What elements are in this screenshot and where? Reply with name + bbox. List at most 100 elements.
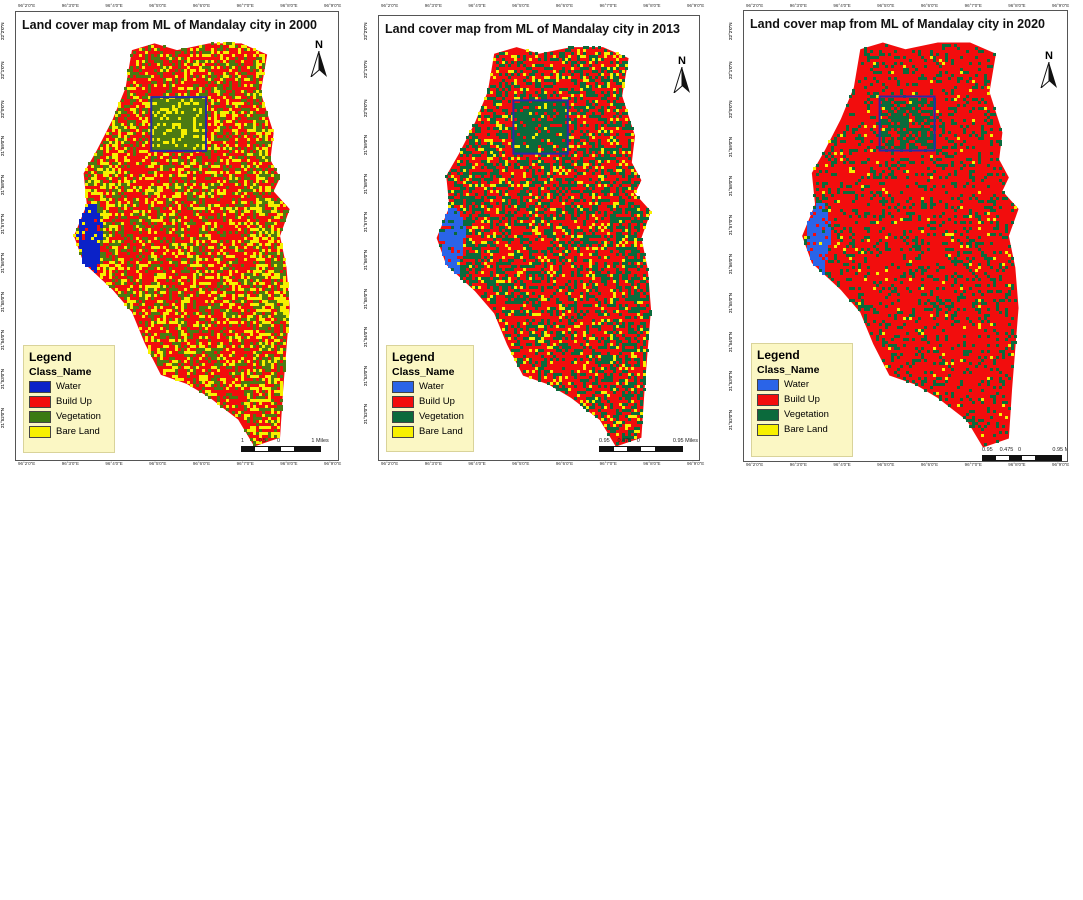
- longitude-tick-label: 96°5'0"E: [877, 3, 895, 8]
- longitude-tick-label: 96°5'0"E: [512, 461, 530, 466]
- study-area-square: [878, 95, 936, 152]
- longitude-tick-label: 96°4'0"E: [468, 461, 486, 466]
- legend-swatch: [29, 410, 51, 423]
- longitude-tick-label: 96°8'0"E: [643, 461, 661, 466]
- longitude-tick-label: 96°3'0"E: [789, 3, 807, 8]
- latitude-tick-label: 21°55'0"N: [728, 292, 733, 313]
- latitude-tick-label: 21°53'0"N: [0, 369, 5, 390]
- land-cover-map: [73, 42, 290, 447]
- longitude-tick-label: 96°2'0"E: [18, 3, 36, 8]
- longitude-tick-label: 96°5'0"E: [512, 3, 530, 8]
- legend-swatch: [392, 410, 414, 423]
- longitude-tick-label: 96°7'0"E: [236, 3, 254, 8]
- scale-bar-segments: [599, 446, 683, 452]
- study-area-square: [150, 96, 207, 152]
- legend-title: Legend: [392, 350, 435, 364]
- scale-label: 1: [241, 438, 245, 444]
- latitude-tick-label: 22°1'0"N: [0, 61, 5, 79]
- legend-class-header: Class_Name: [392, 366, 455, 378]
- longitude-tick-label: 96°7'0"E: [236, 461, 254, 466]
- legend-item-bare-land: Bare Land: [29, 425, 114, 438]
- legend-title: Legend: [29, 350, 72, 364]
- longitude-tick-label: 96°6'0"E: [555, 461, 574, 466]
- latitude-tick-label: 21°54'0"N: [0, 330, 5, 351]
- longitude-tick-label: 96°4'0"E: [833, 3, 851, 8]
- map-frame: Land cover map from ML of Mandalay city …: [378, 15, 700, 461]
- scale-label: 0.475: [617, 438, 632, 444]
- latitude-tick-label: 22°0'0"N: [728, 100, 733, 118]
- north-label: N: [678, 55, 686, 67]
- scale-label: 0.5: [258, 438, 267, 444]
- legend-item-label: Water: [784, 379, 809, 390]
- land-cover-map: [802, 42, 1019, 448]
- longitude-tick-label: 96°9'0"E: [1052, 462, 1070, 467]
- legend-item-label: Water: [56, 381, 81, 392]
- longitude-tick-label: 96°2'0"E: [381, 461, 399, 466]
- scale-label: 0: [1018, 447, 1022, 453]
- legend-item-vegetation: Vegetation: [757, 408, 852, 421]
- scale-label: 1 Miles: [311, 438, 329, 444]
- north-arrow-icon: [310, 50, 327, 79]
- latitude-tick-label: 21°59'0"N: [0, 136, 5, 157]
- legend-class-header: Class_Name: [757, 364, 820, 376]
- longitude-tick-label: 96°6'0"E: [920, 462, 939, 467]
- legend-swatch: [757, 378, 779, 391]
- legend-item-build-up: Build Up: [757, 393, 852, 406]
- legend-swatch: [29, 380, 51, 393]
- legend-title: Legend: [757, 348, 800, 362]
- top-coordinate-ticks: 96°2'0"E 96°3'0"E 96°4'0"E 96°5'0"E 96°6'0"E…: [746, 3, 1070, 11]
- legend-item-label: Build Up: [784, 394, 820, 405]
- longitude-tick-label: 96°9'0"E: [324, 3, 342, 8]
- legend-swatch: [392, 380, 414, 393]
- legend-item-label: Bare Land: [419, 426, 463, 437]
- legend-item-bare-land: Bare Land: [757, 423, 852, 436]
- legend-item-label: Bare Land: [56, 426, 100, 437]
- map-panel-2013: 96°2'0"E 96°3'0"E 96°4'0"E 96°5'0"E 96°6'0"E…: [363, 0, 715, 472]
- map-title: Land cover map from ML of Mandalay city …: [750, 17, 1045, 31]
- longitude-tick-label: 96°8'0"E: [280, 3, 298, 8]
- legend-item-bare-land: Bare Land: [392, 425, 473, 438]
- legend-item-build-up: Build Up: [392, 395, 473, 408]
- legend-swatch: [757, 408, 779, 421]
- longitude-tick-label: 96°6'0"E: [920, 3, 939, 8]
- longitude-tick-label: 96°6'0"E: [192, 461, 211, 466]
- longitude-tick-label: 96°5'0"E: [877, 462, 895, 467]
- longitude-tick-label: 96°8'0"E: [280, 461, 298, 466]
- longitude-tick-label: 96°9'0"E: [687, 461, 705, 466]
- scale-bar-segments: [982, 455, 1062, 461]
- map-panel-2020: 96°2'0"E 96°3'0"E 96°4'0"E 96°5'0"E 96°6'0"E…: [728, 0, 1083, 472]
- latitude-tick-label: 22°2'0"N: [0, 22, 5, 40]
- longitude-tick-label: 96°3'0"E: [424, 3, 442, 8]
- scale-bar: 1 0.5 0 1 Miles: [241, 438, 329, 452]
- longitude-tick-label: 96°6'0"E: [192, 3, 211, 8]
- latitude-tick-label: 21°59'0"N: [363, 135, 368, 156]
- longitude-tick-label: 96°3'0"E: [61, 3, 79, 8]
- scale-label: 0: [277, 438, 281, 444]
- scale-label: 0.475: [999, 447, 1014, 453]
- longitude-tick-label: 96°2'0"E: [746, 462, 764, 467]
- latitude-tick-label: 21°55'0"N: [363, 288, 368, 309]
- longitude-tick-label: 96°9'0"E: [1052, 3, 1070, 8]
- latitude-tick-label: 21°54'0"N: [728, 331, 733, 352]
- longitude-tick-label: 96°2'0"E: [746, 3, 764, 8]
- map-title: Land cover map from ML of Mandalay city …: [385, 22, 680, 36]
- city-boundary-area: [436, 47, 651, 447]
- latitude-tick-label: 21°53'0"N: [363, 365, 368, 386]
- longitude-tick-label: 96°4'0"E: [105, 3, 123, 8]
- latitude-tick-label: 22°0'0"N: [0, 100, 5, 118]
- land-cover-map: [436, 46, 652, 447]
- longitude-tick-label: 96°8'0"E: [1008, 462, 1026, 467]
- north-label: N: [1045, 50, 1053, 62]
